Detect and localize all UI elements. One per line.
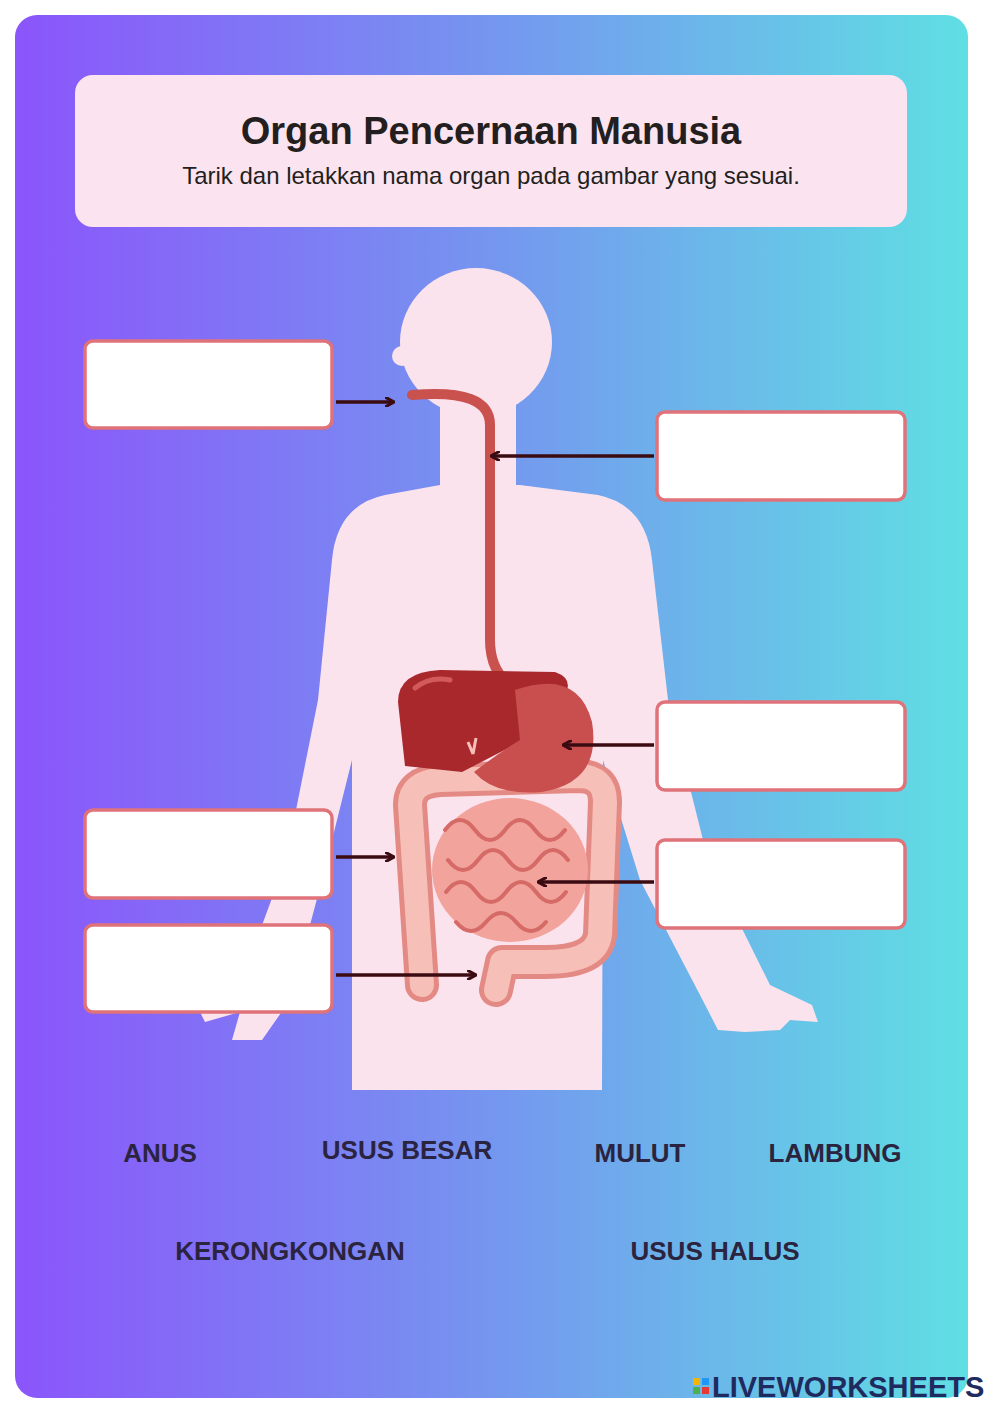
organ-word: KERONGKONGAN [175, 1236, 405, 1267]
worksheet-title: Organ Pencernaan Manusia [95, 109, 887, 155]
organ-word: MULUT [595, 1138, 686, 1169]
organ-word: USUS BESAR [322, 1135, 492, 1166]
organ-word: LAMBUNG [769, 1138, 902, 1169]
instruction-text: Tarik dan letakkan nama organ pada gamba… [182, 160, 800, 191]
watermark: LIVEWORKSHEETS [712, 1371, 984, 1404]
header-box: Organ Pencernaan ManusiaTarik dan letakk… [75, 75, 907, 227]
organ-word: USUS HALUS [630, 1236, 799, 1267]
organ-word: ANUS [123, 1138, 197, 1169]
